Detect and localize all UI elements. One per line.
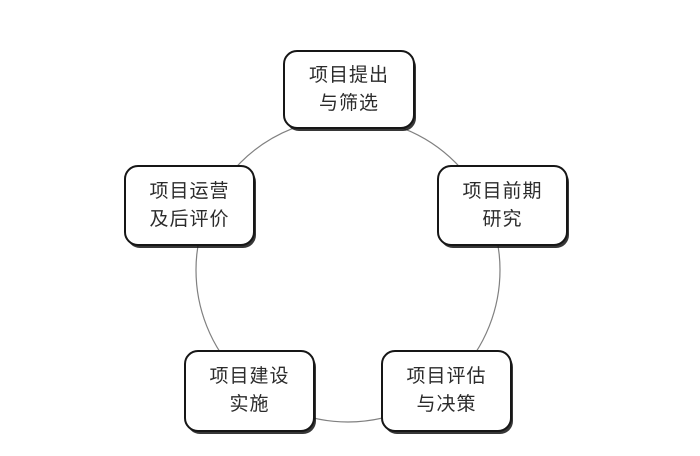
node-label-line2: 及后评价 — [149, 207, 230, 230]
node-label-line2: 与决策 — [416, 393, 477, 415]
node-label-line1: 项目评估 — [406, 365, 487, 388]
node-label-line1: 项目前期 — [462, 179, 543, 202]
node-label-line2: 与筛选 — [318, 91, 379, 114]
node-project-preliminary-research[interactable]: 项目前期 研究 — [437, 165, 568, 246]
node-label-line1: 项目提出 — [308, 63, 389, 86]
node-project-proposal-and-screening[interactable]: 项目提出 与筛选 — [283, 50, 415, 129]
node-project-construction-implementation[interactable]: 项目建设 实施 — [184, 350, 315, 432]
node-project-operation-and-post-evaluation[interactable]: 项目运营 及后评价 — [124, 165, 255, 246]
node-label-line1: 项目建设 — [209, 365, 290, 388]
node-label-line2: 研究 — [482, 207, 523, 230]
node-label-line2: 实施 — [229, 393, 270, 415]
node-project-appraisal-and-decision[interactable]: 项目评估 与决策 — [381, 350, 512, 432]
node-label-line1: 项目运营 — [149, 179, 230, 202]
